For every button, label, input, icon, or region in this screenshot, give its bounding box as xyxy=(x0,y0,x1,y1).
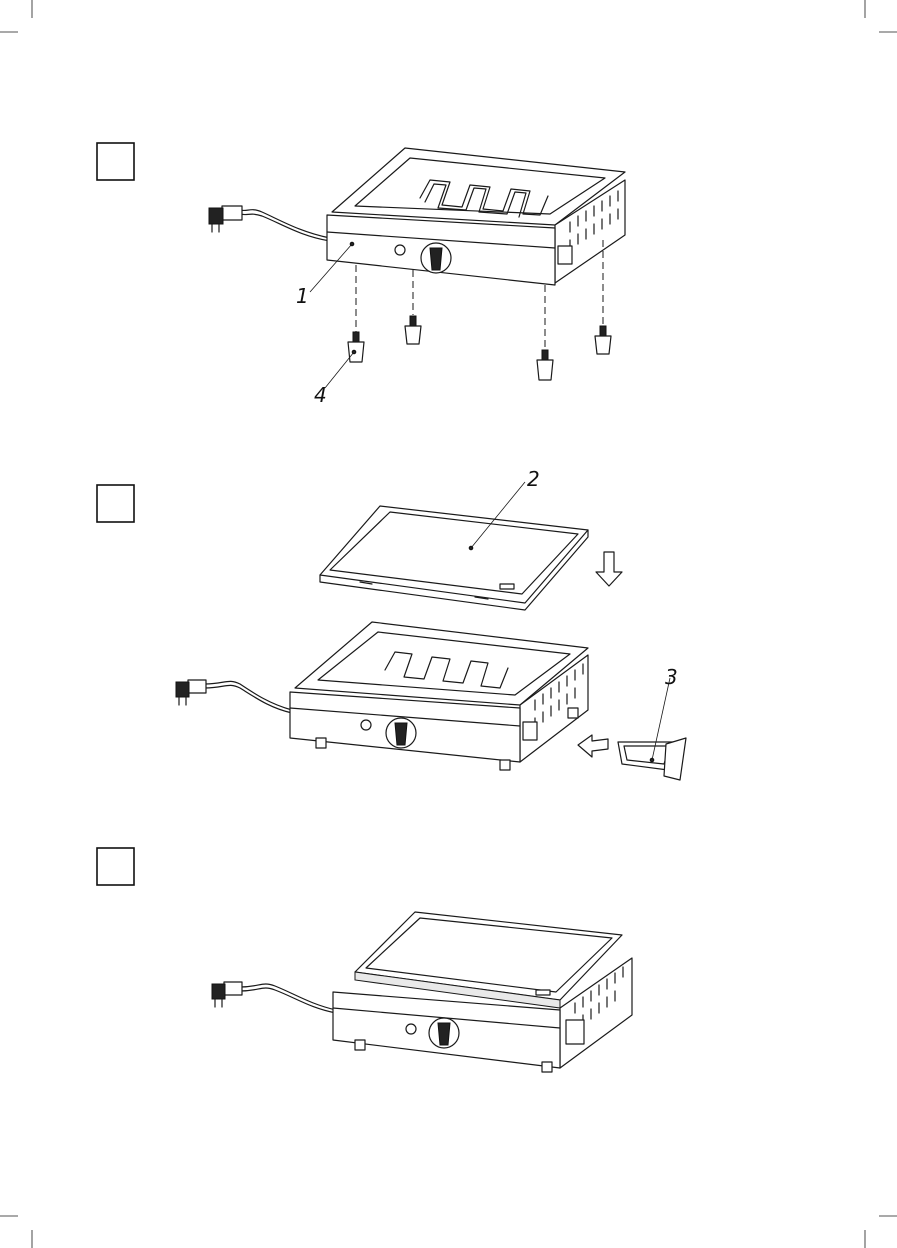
step-1-figure: 1 4 xyxy=(97,143,625,407)
step-2-box xyxy=(97,485,134,522)
plug-icon xyxy=(209,206,330,241)
step-3-figure xyxy=(97,848,632,1072)
step-1-box xyxy=(97,143,134,180)
arrow-left-icon xyxy=(578,735,608,757)
foot xyxy=(348,316,611,380)
callout-3: 3 xyxy=(665,665,678,689)
callout-1: 1 xyxy=(296,284,309,308)
knob-icon xyxy=(386,718,416,748)
knob-icon xyxy=(429,1018,459,1048)
arrow-down-icon xyxy=(596,552,622,586)
drip-tray xyxy=(618,678,686,780)
plug-icon xyxy=(176,680,292,713)
knob-icon xyxy=(421,243,451,273)
step-2-figure: 2 xyxy=(97,467,686,780)
plug-icon xyxy=(212,982,336,1013)
callout-4: 4 xyxy=(314,383,327,407)
callout-2: 2 xyxy=(527,467,540,491)
step-3-box xyxy=(97,848,134,885)
griddle-plate xyxy=(320,482,588,610)
